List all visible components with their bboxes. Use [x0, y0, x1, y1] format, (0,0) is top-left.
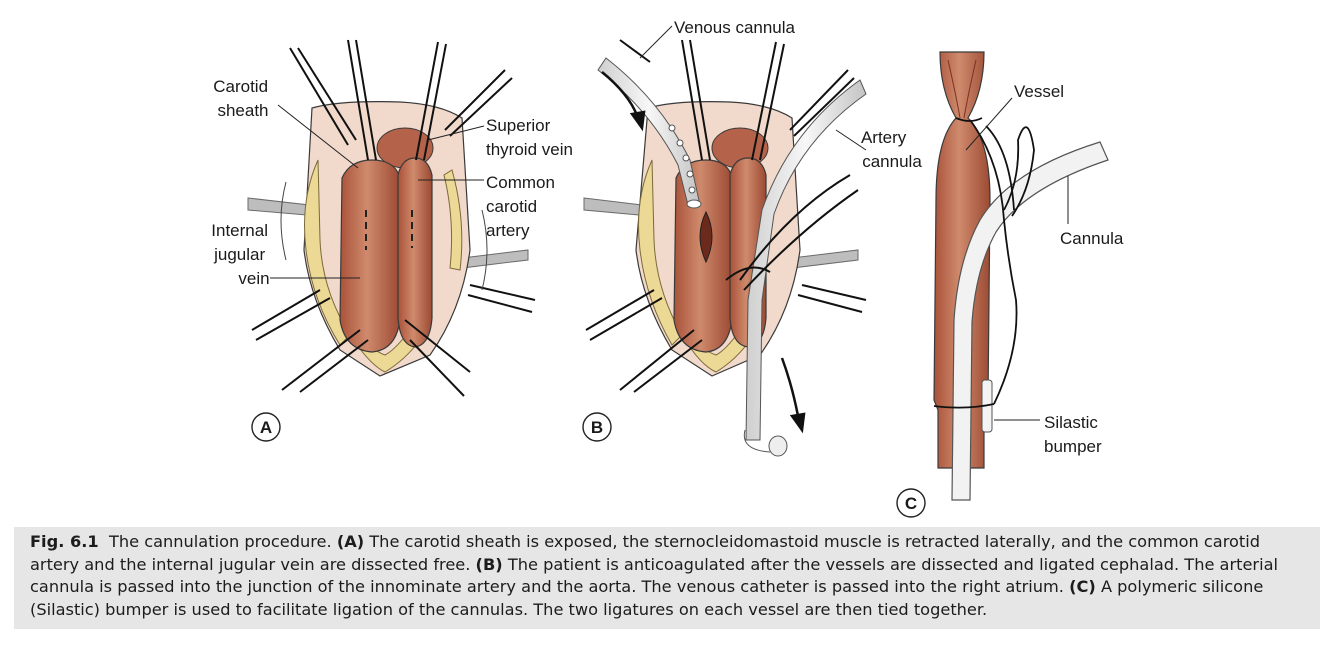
label-vessel: Vessel	[1014, 82, 1064, 101]
label-internal-jugular-vein: Internal jugular vein	[211, 221, 272, 288]
cannulation-figure: Carotid sheath Superior thyroid vein Com…	[211, 18, 1124, 518]
label-carotid-sheath: Carotid sheath	[213, 77, 273, 120]
figure-caption: Fig. 6.1 The cannulation procedure. (A) …	[14, 527, 1320, 629]
caption-c-text: A polymeric silicone (Silastic) bumper i…	[30, 577, 1264, 619]
label-common-carotid-artery: Common carotid artery	[486, 173, 560, 240]
caption-title: The cannulation procedure.	[108, 532, 332, 551]
panel-a-illustration	[247, 39, 536, 397]
caption-c-label: (C)	[1069, 577, 1096, 596]
panel-c-illustration	[933, 51, 1109, 501]
caption-b-text: The patient is anticoagulated after the …	[30, 554, 1279, 597]
panel-a-marker	[251, 412, 281, 442]
caption-a-label: (A)	[336, 532, 365, 551]
caption-a-text: The carotid sheath is exposed, the stern…	[30, 532, 1261, 574]
label-cannula: Cannula	[1060, 229, 1124, 248]
panel-b-illustration	[583, 39, 867, 457]
panel-a-labels	[270, 104, 485, 279]
label-venous-cannula: Venous cannula	[674, 18, 796, 37]
panel-c-letter: C	[905, 494, 917, 513]
label-artery-cannula: Artery cannula	[861, 128, 922, 171]
panel-c-marker	[896, 488, 926, 518]
caption-figure-label: Fig. 6.1	[30, 532, 99, 551]
caption-b-label: (B)	[475, 554, 503, 574]
panel-b-labels	[639, 25, 867, 151]
panel-b-letter: B	[591, 418, 603, 437]
label-silastic-bumper: Silastic bumper	[1044, 413, 1103, 456]
label-superior-thyroid-vein: Superior thyroid vein	[486, 116, 573, 159]
panel-c-labels	[965, 97, 1069, 421]
panel-b-marker	[582, 412, 612, 442]
panel-a-letter: A	[260, 418, 272, 437]
